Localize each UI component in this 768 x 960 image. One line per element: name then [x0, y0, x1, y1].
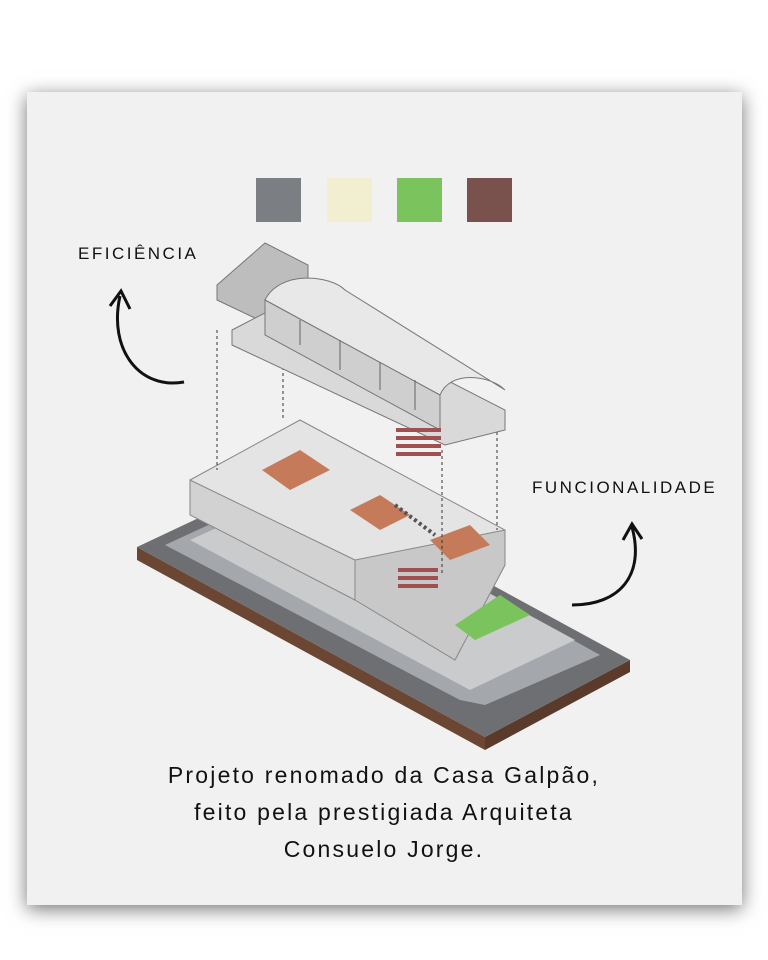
curved-arrow-icon-right — [571, 521, 644, 607]
swatch-brown — [467, 178, 512, 222]
swatch-cream — [327, 178, 372, 222]
caption-line-2: feito pela prestigiada Arquiteta — [194, 799, 574, 825]
curved-arrow-icon-left — [108, 288, 185, 385]
label-eficiencia: EFICIÊNCIA — [78, 244, 199, 263]
caption-line-3: Consuelo Jorge. — [283, 836, 485, 862]
ground-floor — [189, 419, 530, 661]
caption: Projeto renomado da Casa Galpão, feito p… — [60, 757, 708, 868]
upper-floor — [216, 242, 506, 456]
caption-line-1: Projeto renomado da Casa Galpão, — [167, 762, 601, 788]
swatch-green — [397, 178, 442, 222]
guide-lines — [216, 330, 498, 575]
swatch-gray — [256, 178, 301, 222]
label-funcionalidade: FUNCIONALIDADE — [532, 478, 718, 497]
